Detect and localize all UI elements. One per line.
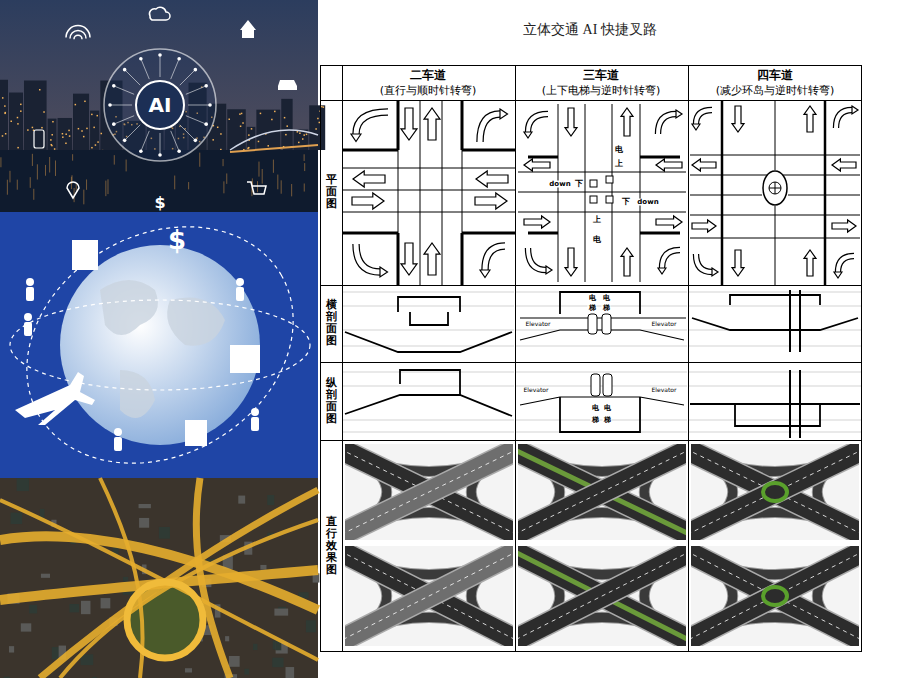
photo-text: $ — [168, 227, 186, 253]
column-header: 四车道 — [757, 69, 793, 81]
aerial-interchange-photo — [0, 478, 319, 678]
cross-sections — [343, 290, 861, 432]
plan-label: 上 — [614, 160, 624, 168]
row-header: 纵剖面图 — [326, 377, 337, 425]
section-label: Elevator — [523, 387, 550, 393]
section-label: 电 — [602, 295, 611, 302]
column-header-note: (直行与顺时针转弯) — [380, 85, 477, 96]
plan-label: 下 — [574, 180, 584, 188]
section-label: 电 — [588, 295, 597, 302]
section-label: 电 — [603, 405, 612, 412]
photo-text: AI — [149, 95, 172, 115]
section-label: Elevator — [525, 321, 552, 327]
section-label: Elevator — [651, 321, 678, 327]
diagram-title: 立体交通 AI 快捷叉路 — [523, 21, 657, 39]
globe-photo — [0, 180, 336, 511]
section-label: 梯 — [588, 305, 597, 312]
section-label: 电 — [591, 405, 600, 412]
row-header: 平面图 — [326, 174, 337, 210]
section-label: Elevator — [651, 387, 678, 393]
plan-two-lane — [342, 100, 515, 285]
row-header: 横剖面图 — [326, 299, 337, 347]
photo-text: $ — [154, 195, 165, 211]
column-header: 三车道 — [583, 69, 619, 81]
plan-label: 上 — [592, 216, 602, 224]
section-label: 梯 — [603, 417, 612, 424]
row-header: 直行效果图 — [326, 516, 337, 576]
plan-three-lane — [518, 104, 686, 282]
column-header-note: (上下电梯与逆时针转弯) — [542, 85, 661, 96]
plan-label: down — [636, 199, 659, 206]
table-grid — [320, 65, 862, 652]
column-header-note: (减少环岛与逆时针转弯) — [716, 85, 835, 96]
column-header: 二车道 — [410, 69, 446, 81]
ai-city-photo — [0, 0, 325, 212]
longitudinal-sections — [345, 370, 860, 438]
plan-label: 电 — [592, 236, 602, 244]
plan-label: 下 — [621, 198, 631, 206]
plan-label: 电 — [614, 146, 624, 154]
plan-label: down — [548, 181, 571, 188]
render-images — [340, 444, 864, 646]
section-label: 梯 — [602, 305, 611, 312]
plan-four-lane — [690, 100, 860, 285]
section-label: 梯 — [591, 417, 600, 424]
